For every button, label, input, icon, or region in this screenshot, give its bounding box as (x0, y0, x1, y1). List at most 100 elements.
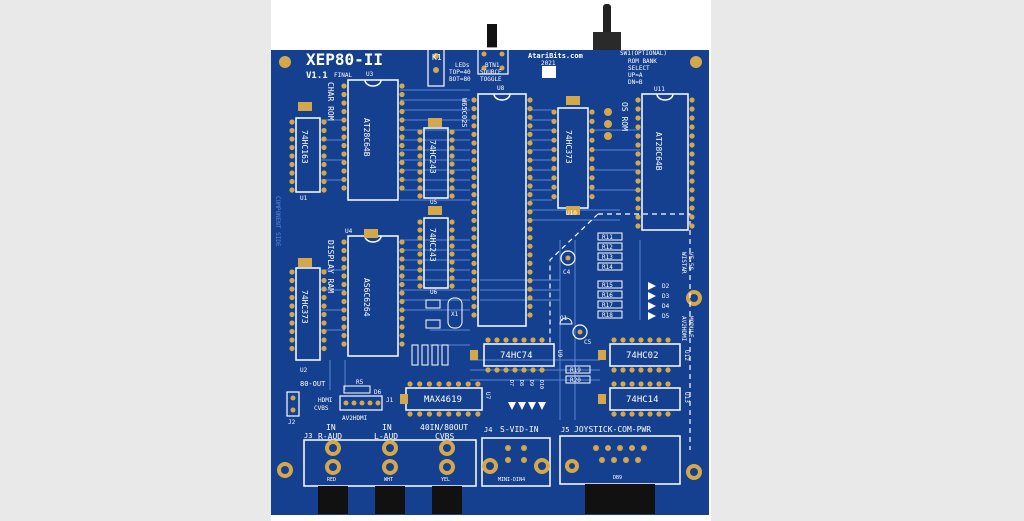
pad (656, 411, 662, 417)
resistor-array-lower (411, 344, 449, 366)
pad (436, 411, 442, 417)
refdes-u1: U1 (300, 195, 308, 202)
pad (341, 264, 347, 271)
refdes-c5: C5 (584, 339, 592, 346)
board-site: AtariBits.com (528, 52, 583, 60)
label-ve5: VE-5S (687, 252, 694, 270)
pad (399, 332, 405, 339)
pad (638, 411, 644, 417)
pad (289, 303, 295, 309)
pad (539, 337, 545, 343)
refdes-r18: R18 (602, 312, 613, 319)
pad (494, 367, 500, 373)
pad (471, 200, 477, 206)
pad (341, 290, 347, 296)
pad (446, 381, 452, 387)
refdes-u6: U6 (430, 289, 438, 296)
refdes-u8: U8 (497, 85, 505, 92)
pad (321, 153, 327, 159)
pad (341, 256, 347, 262)
refdes-u3: U3 (366, 71, 374, 78)
pad (321, 277, 327, 284)
chip-label-u9: 74HC74 (500, 351, 533, 361)
pad (289, 328, 295, 335)
pad (399, 307, 405, 313)
pad (689, 169, 695, 175)
pad (341, 298, 347, 305)
pad (527, 174, 533, 180)
pad (289, 187, 295, 193)
label-rom-dn: DN=B (628, 79, 643, 86)
refdes-r14: R14 (602, 264, 613, 271)
pad (629, 337, 635, 343)
pad (399, 142, 405, 149)
oshw-logo (542, 66, 556, 78)
board-version-note: FINAL (334, 72, 352, 79)
pad (399, 185, 405, 191)
refdes-q1: Q1 (560, 315, 568, 322)
refdes-u10: U10 (566, 210, 577, 217)
pad (417, 137, 423, 143)
pad (471, 140, 477, 146)
refdes-j5: J5 (561, 426, 569, 434)
pad (589, 118, 595, 124)
pad (449, 267, 455, 273)
pad (551, 194, 557, 200)
pad (417, 411, 423, 417)
chip-label-u3: AT28C64B (362, 118, 371, 157)
pad (527, 183, 533, 189)
pad (530, 367, 536, 373)
label-r-aud: R-AUD (318, 432, 342, 441)
pad (321, 303, 327, 309)
label-red: RED (327, 477, 336, 483)
pad (527, 217, 533, 223)
pad (471, 286, 477, 292)
pad (341, 151, 347, 157)
pad (399, 83, 405, 89)
chip-u12 (609, 343, 681, 367)
pad (551, 109, 557, 115)
pad (527, 235, 533, 241)
pad (647, 411, 653, 417)
pad (289, 153, 295, 159)
pad (689, 124, 695, 130)
pad (399, 168, 405, 174)
led-d1-outline (427, 45, 445, 87)
pad (635, 205, 641, 211)
pad (417, 193, 423, 199)
pad (527, 286, 533, 292)
pad (665, 411, 671, 417)
pad (471, 243, 477, 249)
capacitor-c5 (572, 324, 588, 340)
chip-label-u8: W65C02S (460, 98, 468, 128)
pad (656, 381, 662, 387)
pad (417, 177, 423, 183)
pad (341, 108, 347, 115)
pad (471, 226, 477, 232)
pad (471, 97, 477, 103)
refdes-d6: D6 (374, 389, 382, 396)
pad (689, 205, 695, 211)
pad (620, 337, 626, 343)
pad (527, 312, 533, 318)
pad (471, 269, 477, 275)
refdes-c4: C4 (563, 269, 571, 276)
label-wistar: WISTAR (680, 252, 687, 274)
pad (527, 226, 533, 232)
pad (475, 411, 481, 417)
refdes-u5: U5 (430, 199, 438, 206)
pad (471, 252, 477, 258)
pad (321, 345, 327, 352)
pad (455, 381, 462, 387)
pad (589, 175, 595, 181)
pad (289, 269, 295, 275)
resistor-bank-r11-r14 (597, 232, 623, 271)
label-sw1: SW1(OPTIONAL) (620, 50, 667, 57)
label-btn1: BTN1 (485, 62, 500, 69)
pad (527, 149, 533, 155)
pad (635, 106, 641, 112)
pad (471, 123, 477, 129)
pad (512, 337, 518, 343)
pad (399, 341, 405, 347)
refdes-r19: R19 (570, 367, 581, 374)
